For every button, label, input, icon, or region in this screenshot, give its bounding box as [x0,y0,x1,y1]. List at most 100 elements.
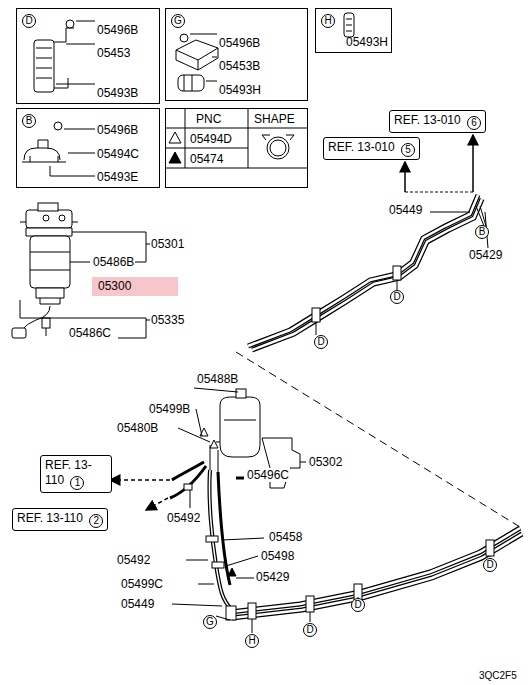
drawing-stroke [300,462,306,463]
drawing-stroke [59,215,65,221]
part-number: 05301 [150,237,185,251]
part-number: 05453 [97,46,130,60]
part-number: 05474 [190,152,223,166]
drawing-stroke [178,428,210,442]
drawing-stroke [248,195,478,346]
drawing-stroke [36,48,52,78]
drawing-stroke [12,13,522,633]
part-number: 05480B [116,421,159,435]
callout-circle: D [351,598,365,612]
part-number: 05496C [246,468,290,482]
detail-inset: G05496B05453B05493H [165,8,308,101]
drawing-stroke [30,252,70,270]
part-number: 05453B [219,59,260,73]
drawing-stroke [236,389,246,398]
drawing-stroke [248,603,256,619]
drawing-stroke [405,192,473,193]
reference-text: REF. 13-010 [328,140,395,154]
part-number: 05488B [196,372,239,386]
drawing-stroke [393,266,401,280]
part-number: 05492 [116,553,151,567]
drawing-stroke [40,298,60,304]
callout-letter: D [317,336,324,347]
drawing-stroke [248,195,478,346]
drawing-stroke [472,135,474,192]
part-number: 05449 [120,597,155,611]
detail-letter: D [22,14,36,28]
drawing-stroke [344,13,354,37]
part-number: 05496B [97,123,138,137]
callout-circle: D [303,623,317,637]
drawing-stroke [232,534,522,618]
drawing-stroke [178,75,204,91]
part-number: SHAPE [254,112,295,126]
drawing-stroke [30,236,70,288]
part-number: 05499B [148,402,191,416]
part-number: 05486C [68,326,112,340]
drawing-stroke [236,352,520,527]
part-number: 05302 [308,455,343,469]
drawing-stroke [228,568,236,576]
drawing-stroke [198,48,218,70]
drawing-stroke [38,203,58,211]
drawing-stroke [50,129,95,176]
drawing-stroke [165,108,308,168]
reference-number: 6 [467,116,481,130]
reference-box: REF. 13-110 1 [40,455,112,493]
part-number: 05335 [150,313,185,327]
drawing-stroke [194,388,238,392]
drawing-stroke [54,28,74,88]
part-number: 05493H [346,35,388,49]
drawing-stroke [476,206,486,226]
drawing-stroke [196,409,202,436]
drawing-stroke [346,19,352,31]
drawing-stroke [267,137,289,159]
drawing-stroke [43,215,49,221]
reference-number: 2 [89,514,103,528]
part-number: 05493B [97,86,138,100]
drawing-stroke [146,498,168,510]
drawing-stroke [236,477,244,480]
reference-number: 5 [401,143,415,157]
reference-number: 1 [70,476,84,490]
part-number: 05494C [97,147,139,161]
drawing-stroke [232,534,522,618]
drawing-stroke [172,462,204,480]
reference-box: REF. 13-010 6 [389,110,486,133]
part-number: 05494D [190,132,232,146]
detail-letter: B [22,114,36,128]
drawing-stroke [252,199,482,350]
drawing-stroke [54,122,62,130]
part-number: 05486B [92,255,135,269]
drawing-stroke [70,262,90,263]
drawing-stroke [184,75,192,91]
legend-table: PNCSHAPE05494D05474 [165,108,308,188]
detail-inset: H 05493H [315,8,392,53]
reference-text: REF. 13-010 [394,113,461,127]
drawing-stroke [210,440,218,448]
callout-circle: D [314,335,328,349]
part-number: 05496B [219,36,260,50]
drawing-stroke [212,562,224,568]
callout-letter: D [486,559,493,570]
part-number: 05429 [468,248,503,262]
drawing-stroke [312,308,320,322]
drawing-stroke [226,606,236,620]
part-number: 05496B [97,23,138,37]
drawing-stroke [26,228,72,236]
part-number: 05493E [97,170,138,184]
detail-inset: B 05496B 05494C 05493E [16,108,160,188]
drawing-stroke [22,140,66,162]
part-number: 05449 [388,203,423,217]
part-number: 05458 [268,530,303,544]
drawing-stroke [12,328,26,338]
drawing-stroke [170,466,206,498]
drawing-stroke [42,318,50,328]
callout-circle: B [475,225,489,239]
drawing-stroke [66,20,74,28]
drawing-stroke [190,34,217,81]
part-number: 05429 [255,570,290,584]
drawing-stroke [306,596,314,612]
callout-letter: D [354,599,361,610]
detail-letter: H [321,14,335,28]
